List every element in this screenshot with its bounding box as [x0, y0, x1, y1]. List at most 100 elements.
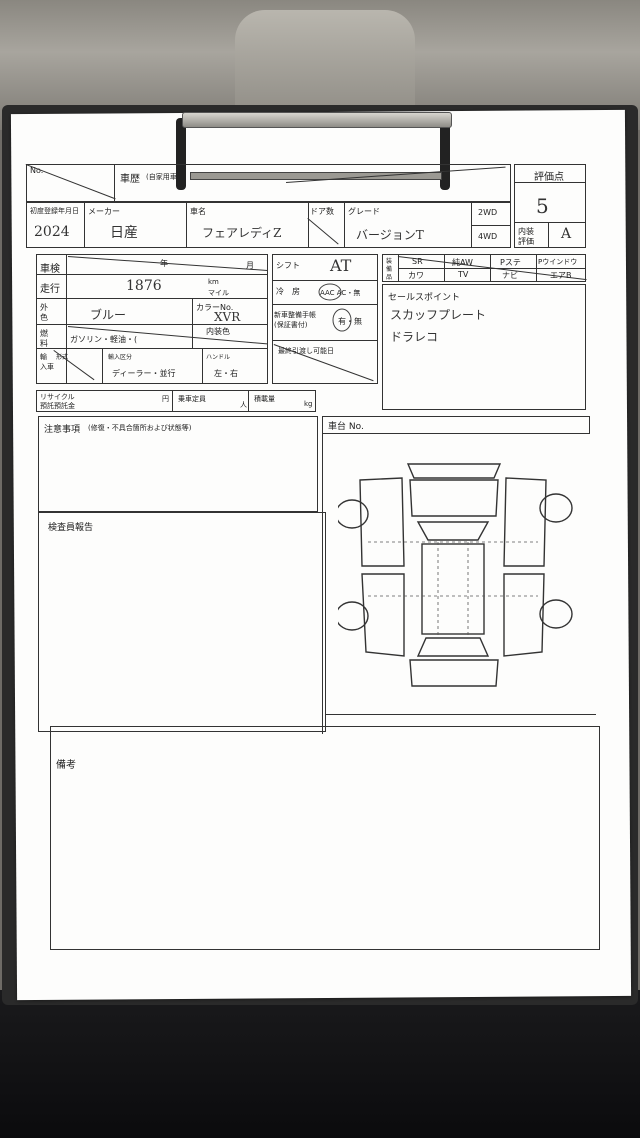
no-label: No.	[30, 166, 44, 175]
import-type-value: ディーラー・並行	[112, 369, 176, 378]
capacity-label: 乗車定員	[178, 395, 206, 403]
shift-value: AT	[330, 256, 352, 275]
divider	[84, 202, 85, 248]
history-note: (自家用車	[146, 173, 177, 181]
first-reg-value: 2024	[34, 224, 70, 240]
recycle-row	[36, 390, 316, 412]
equipment-side1: 装	[386, 258, 393, 265]
interior-color-label: 内装色	[206, 327, 230, 336]
ac-circle	[318, 283, 342, 301]
equip-leather: カワ	[408, 271, 424, 280]
notes-sub: (修復・不具合箇所および状態等)	[88, 424, 192, 432]
mileage-label: 走行	[40, 284, 60, 295]
history-label: 車歴	[120, 174, 140, 185]
maker-value: 日産	[110, 225, 138, 241]
mileage-unit-km: km	[208, 278, 219, 286]
grade-label: グレード	[348, 207, 380, 216]
equip-pst: Pステ	[500, 258, 521, 267]
model-label: 車名	[190, 207, 206, 216]
manual-label2: (保証書付)	[274, 321, 308, 329]
exterior-label1: 外	[40, 303, 48, 312]
divider	[172, 390, 173, 412]
capacity-unit: 人	[240, 401, 247, 409]
divider	[66, 254, 67, 384]
sales-point-line2: ドラレコ	[390, 330, 439, 344]
ac-options: AAC AC・無	[320, 289, 361, 297]
divider	[344, 202, 345, 248]
divider	[192, 298, 193, 348]
drive-4wd: 4WD	[478, 232, 498, 241]
clip-bar	[182, 112, 452, 128]
clip-right-arm	[440, 118, 450, 190]
recycle-yen: 円	[162, 395, 169, 403]
mileage-unit-mile: マイル	[208, 289, 229, 297]
handle-label: ハンドル	[206, 354, 231, 361]
clip-left-arm	[176, 118, 186, 190]
first-reg-label: 初度登録年月日	[30, 207, 79, 215]
divider	[272, 340, 378, 341]
divider	[36, 348, 268, 349]
recycle-label2: 預託預託金	[40, 402, 75, 410]
exterior-label2: 色	[40, 313, 48, 322]
handover-label: 最終引渡し可能日	[278, 347, 334, 355]
fuel-value: ガソリン・軽油・(	[70, 335, 138, 344]
exterior-value: ブルー	[90, 308, 127, 322]
divider	[202, 348, 203, 384]
remarks-box	[50, 726, 600, 950]
inspector-box	[38, 512, 326, 732]
color-no-label: カラーNo.	[196, 303, 234, 312]
divider	[398, 254, 399, 282]
car-damage-diagram	[338, 463, 573, 687]
car-seat-headrest	[235, 10, 415, 120]
divider	[514, 182, 586, 183]
header-row	[26, 164, 511, 202]
interior-value: A	[561, 226, 572, 242]
model-value: フェアレディZ	[202, 226, 282, 240]
fuel-label1: 燃	[40, 329, 48, 338]
sales-point-label: セールスポイント	[388, 293, 461, 303]
divider	[326, 714, 596, 715]
load-label: 積載量	[254, 395, 275, 403]
import-label1: 輸	[40, 353, 47, 361]
divider	[471, 225, 511, 226]
equipment-side3: 品	[386, 274, 393, 281]
divider	[186, 202, 187, 248]
sales-point-line1: スカッフプレート	[390, 308, 487, 322]
handle-value: 左・右	[214, 369, 238, 378]
drive-2wd: 2WD	[478, 208, 498, 217]
chassis-row	[322, 416, 590, 434]
divider	[322, 434, 323, 734]
manual-label1: 新車整備手帳	[274, 311, 316, 319]
import-label2: 入車	[40, 363, 54, 371]
import-type-label: 輸入区分	[108, 354, 133, 361]
equip-tv: TV	[458, 270, 469, 279]
inspection-label: 車検	[40, 264, 60, 275]
notes-box	[38, 416, 318, 512]
chassis-label: 車台 No.	[328, 422, 364, 432]
remarks-label: 備考	[56, 760, 76, 771]
notes-label: 注意事項	[44, 425, 81, 435]
mileage-value: 1876	[126, 278, 162, 294]
load-unit: kg	[304, 400, 313, 408]
divider	[248, 390, 249, 412]
fuel-label2: 料	[40, 339, 48, 348]
doors-label: ドア数	[310, 207, 334, 216]
inspection-month: 月	[246, 261, 254, 270]
interior-label: 内装	[518, 227, 534, 236]
divider	[114, 164, 115, 202]
score-label: 評価点	[534, 172, 564, 183]
vehicle-condition-form: No. 車歴 (自家用車 評価点 5 内装 評価 A 初度登録年月日 2024 …	[25, 160, 600, 970]
recycle-label1: リサイクル	[40, 393, 75, 401]
shift-label: シフト	[276, 261, 300, 270]
ac-label: 冷 房	[276, 287, 300, 296]
divider	[36, 298, 268, 299]
divider	[272, 304, 378, 305]
lap-dark-fabric	[0, 990, 640, 1138]
color-no-value: XVR	[214, 310, 241, 324]
grade-value: バージョンT	[356, 228, 424, 242]
divider	[36, 274, 268, 275]
equip-pw: Pウインドウ	[538, 258, 578, 266]
divider	[308, 202, 309, 248]
divider	[192, 324, 268, 325]
manual-circle	[332, 308, 352, 332]
